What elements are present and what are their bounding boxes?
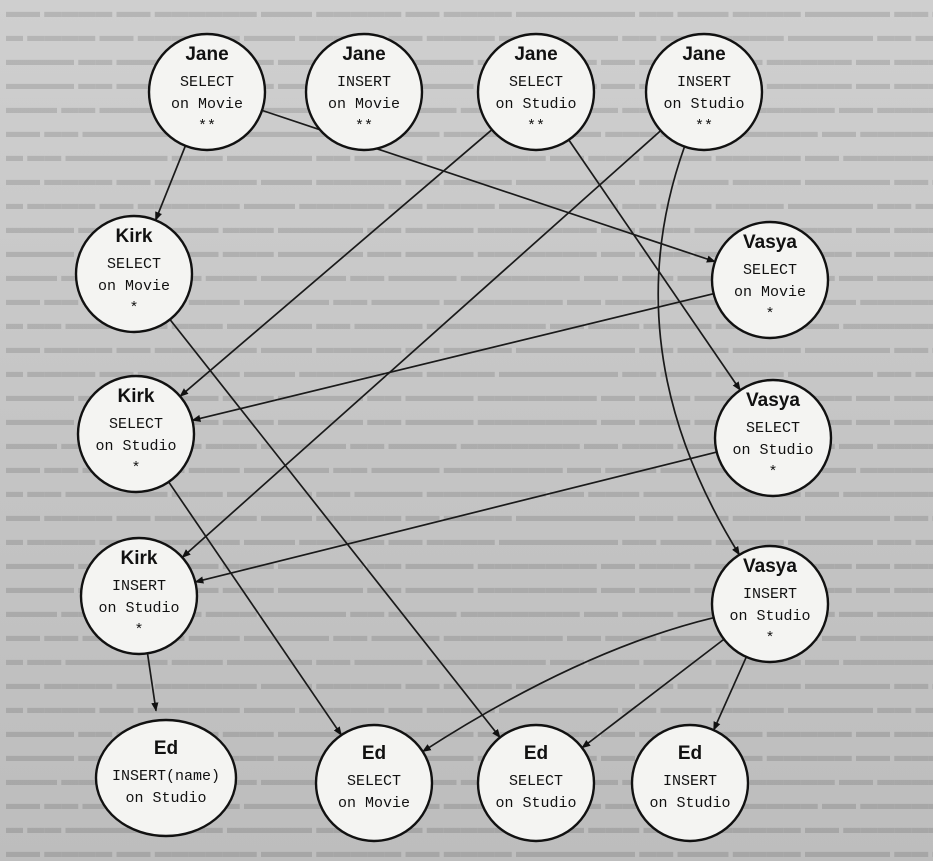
edge-kirk-insert-studio-to-ed-insert-name-studio xyxy=(146,653,159,712)
node-user: Kirk xyxy=(121,548,158,569)
node-circle xyxy=(94,718,238,838)
node-object: on Studio xyxy=(729,608,810,625)
node-circle xyxy=(713,378,833,498)
edge-kirk-select-studio-to-ed-select-movie xyxy=(167,481,343,736)
node-object: on Studio xyxy=(98,600,179,617)
node-object: on Studio xyxy=(125,790,206,807)
node-object: on Movie xyxy=(338,795,410,812)
node-marker: * xyxy=(765,630,774,647)
node-object: on Movie xyxy=(734,284,806,301)
node-user: Kirk xyxy=(118,386,155,407)
node-circle xyxy=(476,32,596,152)
node-privilege: SELECT xyxy=(109,416,163,433)
node-privilege: INSERT xyxy=(112,578,166,595)
edge-jane-select-movie-to-kirk-select-movie xyxy=(154,145,187,222)
edge-vasya-insert-studio-to-ed-select-movie xyxy=(421,616,714,753)
node-marker: ** xyxy=(198,118,216,135)
edge-vasya-insert-studio-to-ed-select-studio xyxy=(581,638,725,749)
node-privilege: SELECT xyxy=(509,74,563,91)
node-marker: * xyxy=(131,460,140,477)
node-object: on Studio xyxy=(663,96,744,113)
node-privilege: INSERT xyxy=(663,773,717,790)
node-object: on Movie xyxy=(98,278,170,295)
node-marker: * xyxy=(134,622,143,639)
edge-kirk-select-movie-to-ed-select-studio xyxy=(169,318,501,739)
node-privilege: SELECT xyxy=(347,773,401,790)
edge-vasya-insert-studio-to-ed-insert-studio xyxy=(712,656,748,731)
node-user: Vasya xyxy=(743,232,797,253)
edge-vasya-select-movie-to-kirk-select-studio xyxy=(191,292,714,422)
node-circle xyxy=(630,723,750,843)
node-object: on Movie xyxy=(171,96,243,113)
node-object: on Studio xyxy=(495,795,576,812)
node-privilege: INSERT(name) xyxy=(112,768,220,785)
node-circle xyxy=(644,32,764,152)
grant-edges xyxy=(146,109,748,753)
node-privilege: SELECT xyxy=(180,74,234,91)
node-user: Ed xyxy=(362,743,386,764)
node-marker: * xyxy=(765,306,774,323)
node-user: Ed xyxy=(524,743,548,764)
node-user: Vasya xyxy=(746,390,800,411)
node-user: Jane xyxy=(682,44,725,65)
node-privilege: SELECT xyxy=(743,262,797,279)
node-circle xyxy=(710,220,830,340)
edge-jane-select-studio-to-vasya-select-studio xyxy=(568,139,741,391)
node-user: Jane xyxy=(514,44,557,65)
node-user: Ed xyxy=(154,738,178,759)
node-privilege: SELECT xyxy=(107,256,161,273)
node-circle xyxy=(710,544,830,664)
node-privilege: SELECT xyxy=(509,773,563,790)
node-marker: * xyxy=(768,464,777,481)
node-object: on Studio xyxy=(495,96,576,113)
node-object: on Studio xyxy=(95,438,176,455)
node-circle xyxy=(147,32,267,152)
node-user: Jane xyxy=(185,44,228,65)
node-user: Kirk xyxy=(116,226,153,247)
node-marker: ** xyxy=(355,118,373,135)
node-user: Vasya xyxy=(743,556,797,577)
node-circle xyxy=(74,214,194,334)
node-object: on Movie xyxy=(328,96,400,113)
node-privilege: SELECT xyxy=(746,420,800,437)
edge-jane-insert-studio-to-vasya-insert-studio xyxy=(657,146,741,556)
edge-jane-insert-studio-to-kirk-insert-studio xyxy=(181,129,662,559)
node-marker: * xyxy=(129,300,138,317)
node-circle xyxy=(476,723,596,843)
node-user: Ed xyxy=(678,743,702,764)
edge-vasya-select-studio-to-kirk-insert-studio xyxy=(194,451,717,584)
node-circle xyxy=(79,536,199,656)
edge-jane-select-studio-to-kirk-select-studio xyxy=(179,129,493,397)
node-circle xyxy=(76,374,196,494)
node-circle xyxy=(314,723,434,843)
node-privilege: INSERT xyxy=(337,74,391,91)
node-circle xyxy=(304,32,424,152)
node-object: on Studio xyxy=(732,442,813,459)
node-user: Jane xyxy=(342,44,385,65)
node-marker: ** xyxy=(695,118,713,135)
node-privilege: INSERT xyxy=(677,74,731,91)
node-privilege: INSERT xyxy=(743,586,797,603)
node-object: on Studio xyxy=(649,795,730,812)
node-marker: ** xyxy=(527,118,545,135)
